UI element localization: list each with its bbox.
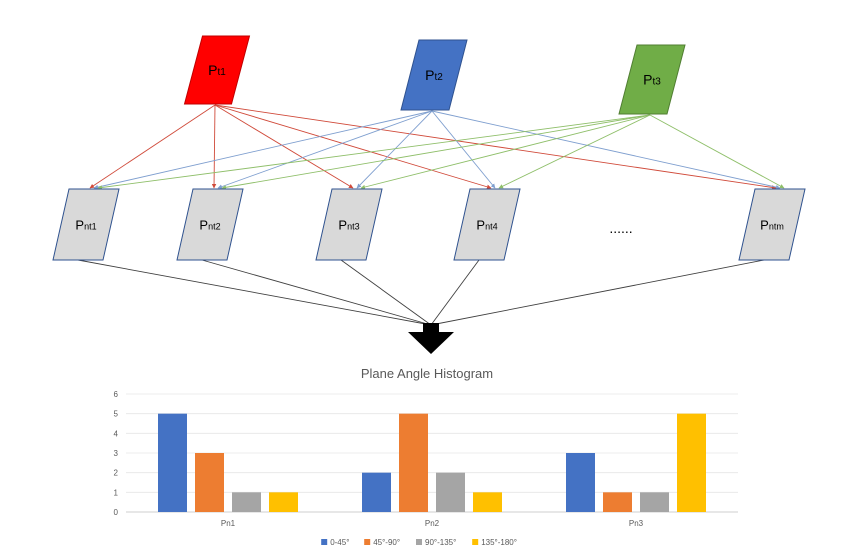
connector-t3-nt2 <box>221 114 651 190</box>
top-plane-label-t3: Pt3 <box>643 72 661 88</box>
legend-item-4: 135°-180° <box>472 538 517 547</box>
chart-title: Plane Angle Histogram <box>361 366 493 381</box>
bottom-plane-label-nt3: Pnt3 <box>338 218 359 233</box>
legend-label: 135°-180° <box>481 538 517 547</box>
connector-t1-nt3 <box>214 104 354 189</box>
x-tick-label: Pn2 <box>425 519 440 528</box>
top-plane-shape-t1 <box>183 35 251 105</box>
top-plane-shape-t2 <box>400 39 468 111</box>
connector-t2-nt2 <box>217 110 433 189</box>
bottom-plane-shape-nt3 <box>315 188 383 261</box>
top-plane-label-t2: Pt2 <box>425 67 443 83</box>
ellipsis-label: ...... <box>609 220 632 236</box>
y-tick-label: 0 <box>114 508 119 517</box>
top-plane-shape-t3 <box>618 44 686 115</box>
bottom-plane-shape-nt1 <box>52 188 120 261</box>
legend-swatch <box>364 539 371 545</box>
x-tick-label: Pn1 <box>221 519 236 528</box>
connector-t1-nt2 <box>211 104 217 189</box>
x-axis-ticks: Pn1 Pn2 Pn3 <box>221 519 644 528</box>
bottom-planes: Pnt1 Pnt2 Pnt3 Pnt4 Pntm <box>52 188 806 261</box>
top-plane-t2: Pt2 <box>400 39 468 111</box>
bottom-plane-nt2: Pnt2 <box>176 188 244 261</box>
merge-line-nt4 <box>430 259 480 326</box>
top-plane-t3: Pt3 <box>618 44 686 115</box>
bar-Pn2-1 <box>362 472 391 512</box>
chart-gridlines <box>126 393 738 513</box>
top-planes: Pt1 Pt2 Pt3 <box>183 35 686 115</box>
legend-swatch <box>472 539 479 545</box>
chart-bars <box>158 413 706 512</box>
connector-t1-ntm <box>214 104 777 190</box>
x-tick-label: Pn3 <box>629 519 644 528</box>
bar-Pn3-1 <box>566 453 595 512</box>
bar-Pn3-4 <box>677 413 706 512</box>
connector-t2-nt4 <box>431 110 496 189</box>
merge-line-ntm <box>430 259 765 326</box>
chart-legend: 0-45° 45°-90° 90°-135° 135°-180° <box>321 538 517 547</box>
y-tick-label: 4 <box>114 429 119 438</box>
bar-Pn3-2 <box>603 492 632 512</box>
bottom-plane-label-nt1: Pnt1 <box>75 218 96 233</box>
bar-Pn2-2 <box>399 413 428 512</box>
legend-label: 90°-135° <box>425 538 456 547</box>
connector-t1-nt4 <box>214 104 492 189</box>
bar-Pn2-3 <box>436 472 465 512</box>
connector-t3-nt4 <box>498 114 651 189</box>
y-tick-label: 2 <box>114 469 119 478</box>
legend-label: 45°-90° <box>373 538 400 547</box>
bar-Pn2-4 <box>473 492 502 512</box>
legend-item-3: 90°-135° <box>416 538 456 547</box>
bottom-plane-shape-nt4 <box>453 188 521 261</box>
bottom-plane-shape-nt2 <box>176 188 244 261</box>
legend-swatch <box>321 539 328 545</box>
merge-line-nt3 <box>340 259 432 326</box>
connector-t2-ntm <box>431 110 781 190</box>
bottom-plane-ntm: Pntm <box>738 188 806 261</box>
bottom-plane-label-ntm: Pntm <box>760 218 784 233</box>
y-tick-label: 5 <box>114 410 119 419</box>
legend-item-1: 0-45° <box>321 538 349 547</box>
y-tick-label: 1 <box>114 488 119 497</box>
bottom-plane-nt3: Pnt3 <box>315 188 383 261</box>
top-plane-label-t1: Pt1 <box>208 62 226 78</box>
top-plane-t1: Pt1 <box>183 35 251 105</box>
connector-t2-nt3 <box>356 110 433 189</box>
bottom-plane-label-nt2: Pnt2 <box>199 218 220 233</box>
bar-Pn3-3 <box>640 492 669 512</box>
legend-item-2: 45°-90° <box>364 538 400 547</box>
merge-line-nt2 <box>201 259 432 326</box>
y-axis-ticks: 0 1 2 3 4 5 6 <box>114 390 119 517</box>
connector-t1-nt1 <box>89 104 216 189</box>
connector-t2-nt1 <box>93 110 433 190</box>
bar-Pn1-3 <box>232 492 261 512</box>
legend-label: 0-45° <box>330 538 349 547</box>
legend-swatch <box>416 539 422 545</box>
merge-line-nt1 <box>77 259 432 326</box>
bar-Pn1-2 <box>195 453 224 512</box>
y-tick-label: 6 <box>114 390 119 399</box>
down-arrow-icon <box>408 323 454 354</box>
y-tick-label: 3 <box>114 449 119 458</box>
bottom-plane-nt1: Pnt1 <box>52 188 120 261</box>
bottom-plane-shape-ntm <box>738 188 806 261</box>
connection-lines <box>77 104 785 326</box>
connector-t3-nt3 <box>360 114 651 190</box>
bar-Pn1-4 <box>269 492 298 512</box>
connector-t3-ntm <box>649 114 785 189</box>
bottom-plane-nt4: Pnt4 <box>453 188 521 261</box>
connector-t3-nt1 <box>97 114 651 190</box>
bar-Pn1-1 <box>158 413 187 512</box>
bottom-plane-label-nt4: Pnt4 <box>476 218 497 233</box>
